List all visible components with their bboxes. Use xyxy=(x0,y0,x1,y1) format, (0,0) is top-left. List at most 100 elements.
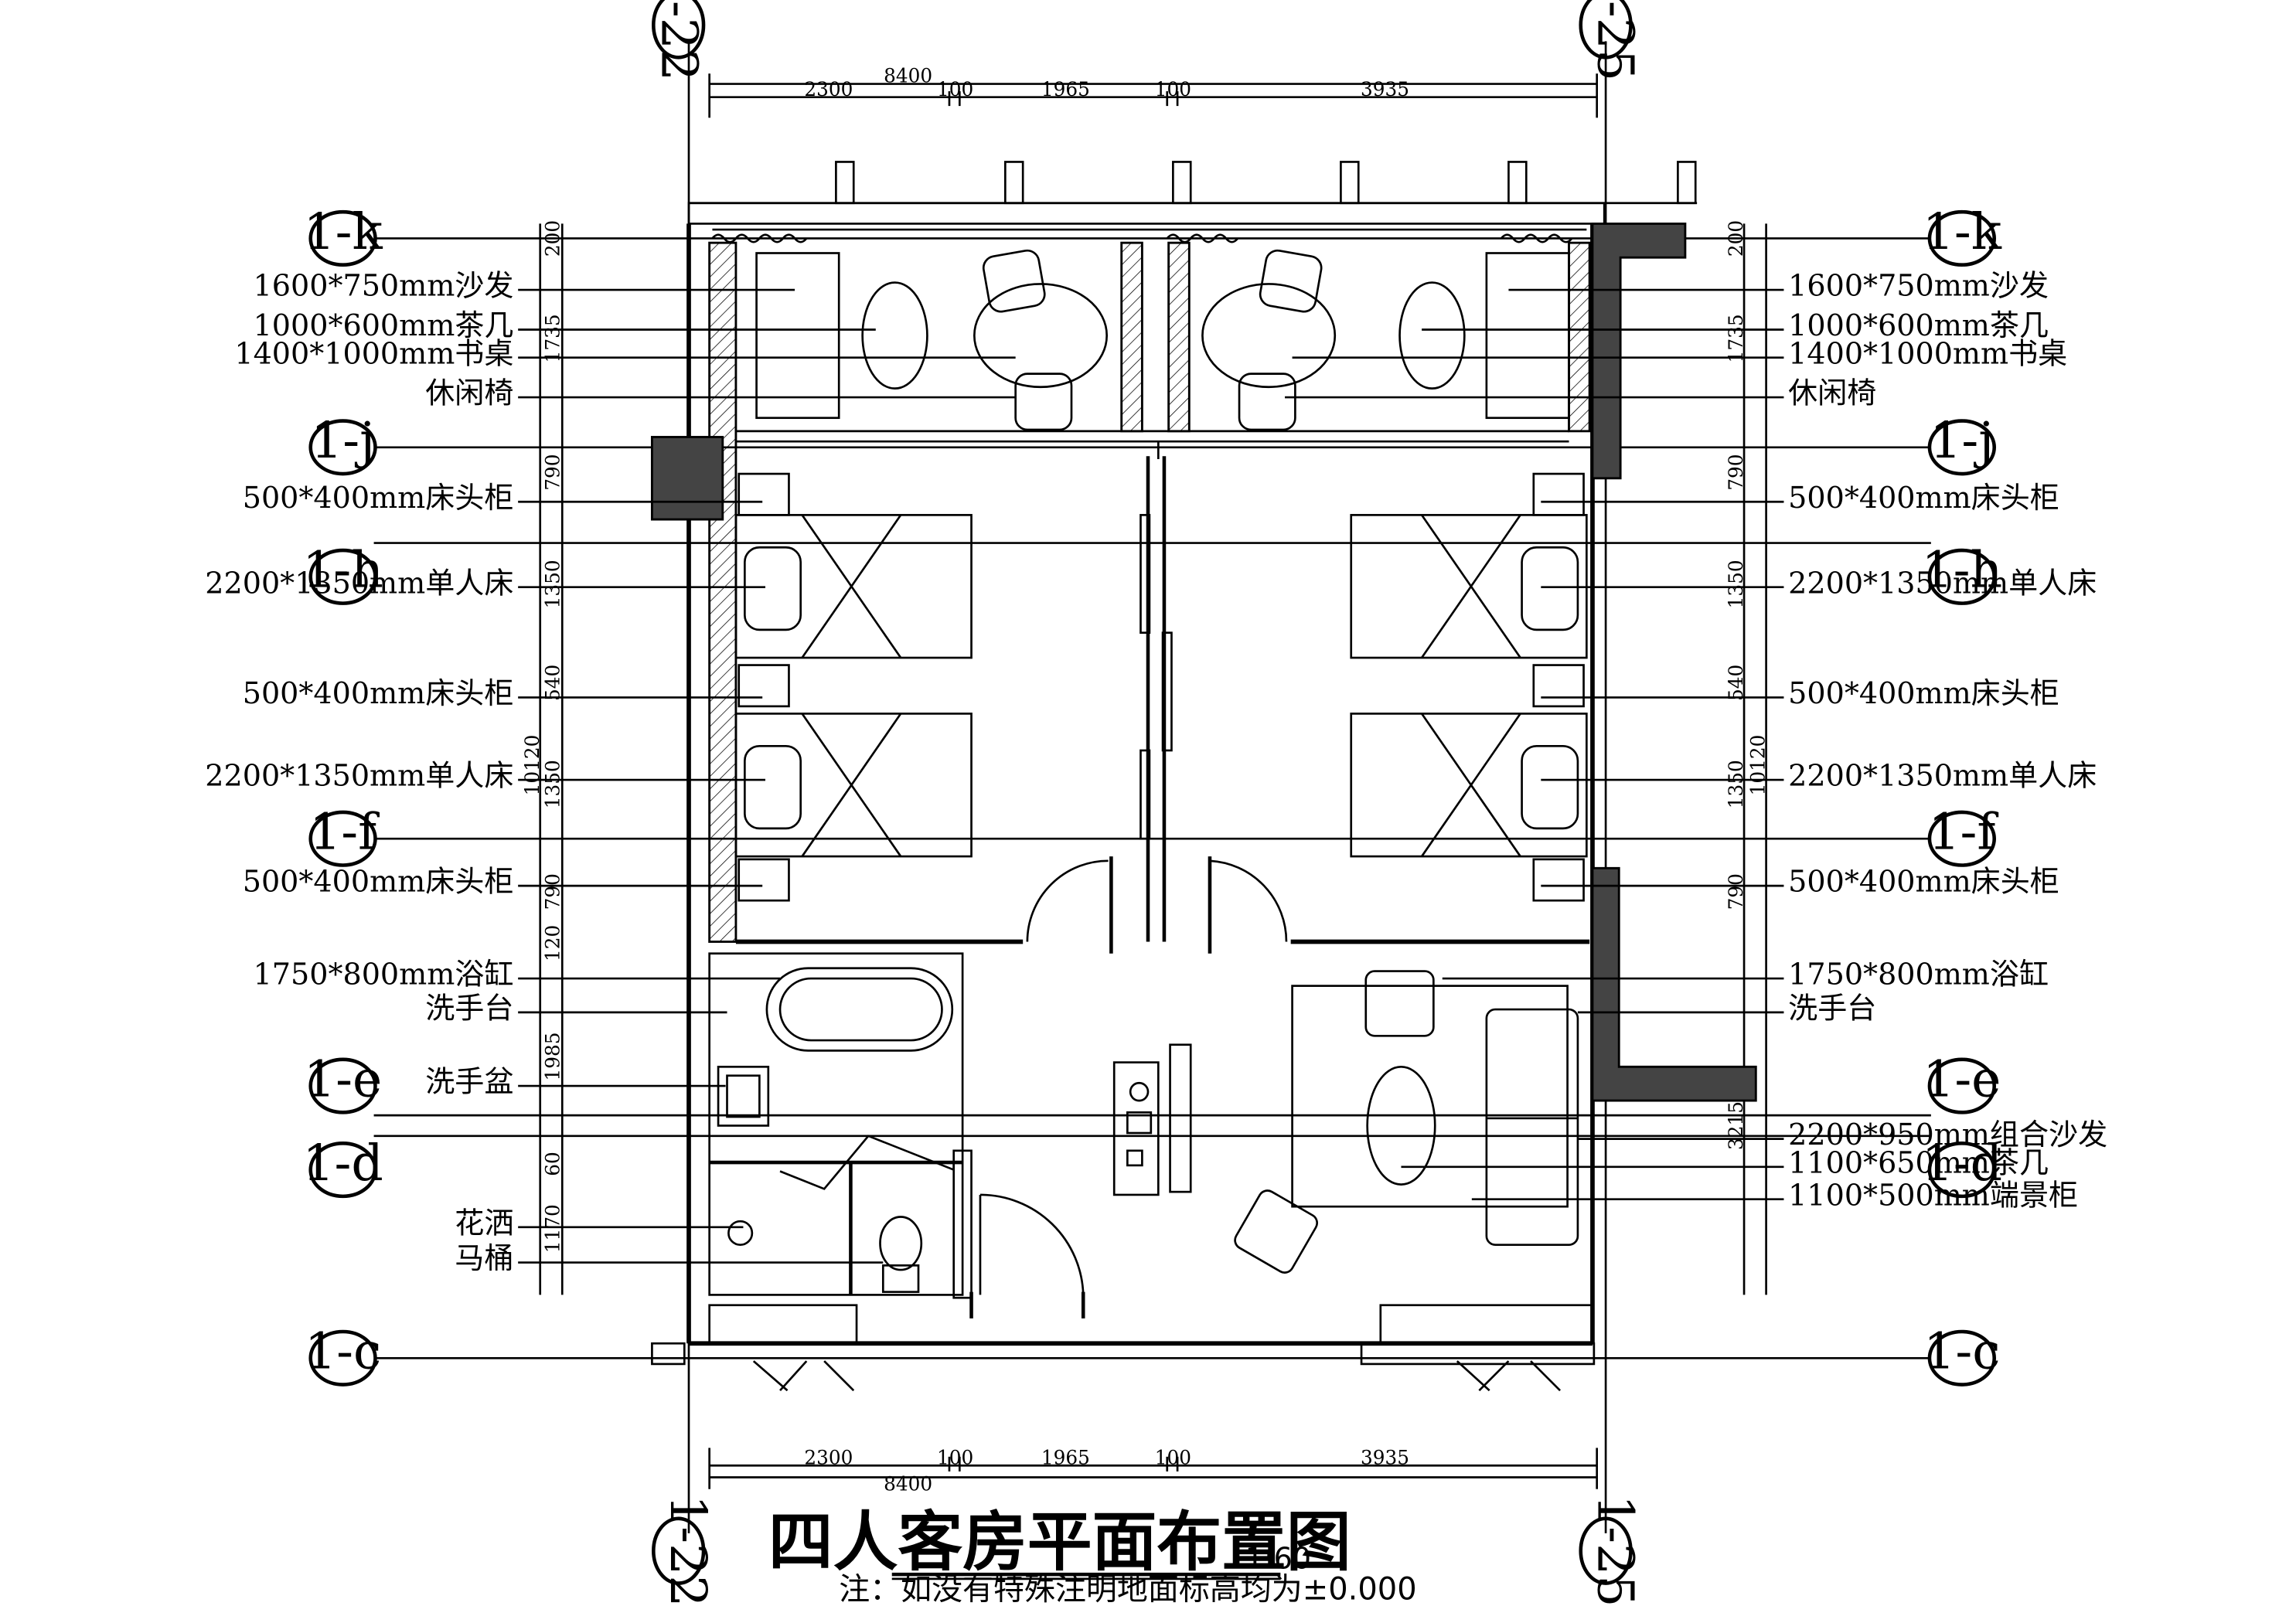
dim-left-seg: 1735 xyxy=(541,314,564,362)
dim-left-seg: 200 xyxy=(541,220,564,257)
axis-bubble-row-d-left xyxy=(308,1142,377,1199)
dim-top-seg-3: 1965 xyxy=(1041,78,1090,100)
dim-top-seg-2: 100 xyxy=(937,78,973,100)
axis-grid-lines xyxy=(373,41,1931,1533)
dim-left-total: 10120 xyxy=(521,735,543,796)
dim-left-seg: 1350 xyxy=(541,560,564,608)
dim-left-seg: 540 xyxy=(541,665,564,701)
dim-left-seg: 1350 xyxy=(541,760,564,808)
label-left: 1750*800mm浴缸 xyxy=(254,958,514,992)
bathtub xyxy=(765,967,954,1052)
walls xyxy=(650,161,1757,1392)
label-left: 500*400mm床头柜 xyxy=(243,481,514,515)
drawing-note: 注：如没有特殊注明地面标高均为±0.000 xyxy=(839,1572,1416,1608)
axis-bubble-row-k-left xyxy=(308,209,377,267)
label-right: 2200*1350mm单人床 xyxy=(1788,759,2097,793)
dim-right-seg: 1350 xyxy=(1725,560,1747,608)
dim-right-seg: 1735 xyxy=(1725,314,1747,362)
axis-row-label: 1-f xyxy=(309,804,380,862)
sofa-right xyxy=(1485,252,1570,420)
axis-row-label: 1-k xyxy=(303,203,383,261)
combo-sofa xyxy=(1485,1008,1579,1247)
label-left: 2200*1350mm单人床 xyxy=(205,759,513,793)
axis-bubble-row-d-right xyxy=(1927,1142,1996,1199)
axis-row-label: 1-d xyxy=(302,1135,383,1193)
label-right: 1600*750mm沙发 xyxy=(1788,269,2049,303)
dim-right-seg: 790 xyxy=(1725,873,1747,910)
axis-row-label: 1-h xyxy=(1921,542,2002,600)
furniture xyxy=(717,249,1588,1293)
drawing-title: 四人客房平面布置图 xyxy=(768,1504,1351,1580)
bed-left-1 xyxy=(734,514,973,659)
axis-row-label: 1-d xyxy=(1922,1135,2002,1193)
dim-top-seg-1: 2300 xyxy=(804,78,853,100)
axis-label: 1-22 xyxy=(650,0,708,81)
dim-top-seg-5: 3935 xyxy=(1361,78,1409,100)
axis-label: 1-22 xyxy=(659,1495,717,1607)
dim-left-seg: 790 xyxy=(541,454,564,491)
dimension-left: 2001735790135054013507901201985601170101… xyxy=(521,220,564,1295)
axis-label: 1-25 xyxy=(1586,1495,1644,1607)
axis-row-label: 1-h xyxy=(302,542,383,600)
axis-row-label: 1-j xyxy=(1930,412,1994,470)
axis-bubble-bottom-left: 1-22 xyxy=(652,1495,717,1607)
label-left: 洗手台 xyxy=(425,991,513,1025)
axis-bubble-top-left: 1-22 xyxy=(650,0,708,81)
dim-bottom-total: 8400 xyxy=(884,1473,932,1495)
desk-right xyxy=(1201,283,1337,389)
axis-bubble-row-j-right xyxy=(1927,419,1996,476)
label-right: 1100*500mm端景柜 xyxy=(1788,1178,2078,1212)
tea-table-left xyxy=(861,281,928,390)
axis-row-label: 1-e xyxy=(1923,1050,2001,1108)
axis-bubble-row-e-left xyxy=(308,1057,377,1114)
dim-bottom-seg-3: 1965 xyxy=(1041,1446,1090,1468)
tea-table-right xyxy=(1398,281,1466,390)
label-left: 洗手盆 xyxy=(425,1065,513,1099)
label-left: 马桶 xyxy=(455,1241,513,1275)
axis-bubble-row-f-right xyxy=(1927,810,1996,867)
label-right: 500*400mm床头柜 xyxy=(1788,676,2059,710)
axis-row-label: 1-j xyxy=(311,412,375,470)
dim-right-seg: 790 xyxy=(1725,454,1747,491)
bed-left-2 xyxy=(734,713,973,858)
label-left: 500*400mm床头柜 xyxy=(243,865,514,899)
bed-right-2 xyxy=(1350,713,1588,858)
dim-right-seg: 200 xyxy=(1725,220,1747,257)
label-left: 花洒 xyxy=(455,1206,513,1240)
axis-bubble-bottom-right: 1-25 xyxy=(1579,1495,1644,1607)
axis-row-label: 1-c xyxy=(1923,1323,2000,1381)
axis-row-label: 1-c xyxy=(305,1323,381,1381)
dim-left-seg: 120 xyxy=(541,925,564,961)
labels-left: 1600*750mm沙发1000*600mm茶几1400*1000mm书桌休闲椅… xyxy=(205,269,513,1275)
drawing-scale: 1:60 xyxy=(1245,1542,1311,1576)
dim-top-total: 8400 xyxy=(884,65,932,87)
axis-bubble-row-h-left xyxy=(308,548,377,605)
label-right: 500*400mm床头柜 xyxy=(1788,865,2059,899)
dim-right-seg: 3215 xyxy=(1725,1101,1747,1150)
dim-bottom-seg-4: 100 xyxy=(1155,1446,1191,1468)
label-left: 500*400mm床头柜 xyxy=(243,676,514,710)
axis-bubble-row-c-left xyxy=(308,1329,377,1387)
console xyxy=(1169,1043,1192,1193)
axis-row-label: 1-k xyxy=(1923,203,2002,261)
dimension-top: 8400 2300 100 1965 100 3935 xyxy=(708,65,1599,118)
dim-top-seg-4: 100 xyxy=(1155,78,1191,100)
label-right: 2200*950mm组合沙发 xyxy=(1788,1118,2107,1152)
dim-right-seg: 540 xyxy=(1725,665,1747,701)
axis-bubble-top-right: 1-25 xyxy=(1579,0,1644,81)
axis-row-label: 1-e xyxy=(304,1050,382,1108)
dim-bottom-seg-5: 3935 xyxy=(1361,1446,1409,1468)
axis-bubble-row-c-right xyxy=(1927,1329,1996,1387)
toilet xyxy=(879,1216,923,1271)
axis-bubble-row-e-right xyxy=(1927,1057,1996,1114)
dim-left-seg: 1985 xyxy=(541,1032,564,1080)
label-left: 1600*750mm沙发 xyxy=(254,269,514,303)
label-left: 1000*600mm茶几 xyxy=(254,308,514,342)
label-right: 500*400mm床头柜 xyxy=(1788,481,2059,515)
label-right: 1000*600mm茶几 xyxy=(1788,308,2049,342)
label-left: 2200*1350mm单人床 xyxy=(205,566,513,600)
axis-bubble-row-j-left xyxy=(308,419,377,476)
dim-bottom-seg-2: 100 xyxy=(937,1446,973,1468)
